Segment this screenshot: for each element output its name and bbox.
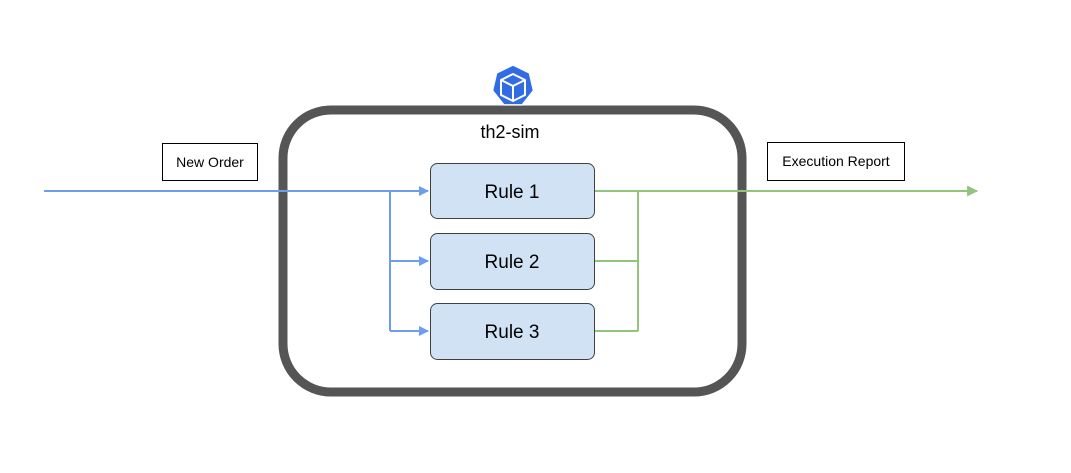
- rule-label-1: Rule 1: [485, 182, 540, 203]
- rule-box-2: Rule 2: [430, 233, 595, 290]
- output-label: Execution Report: [782, 153, 890, 169]
- input-arrows: [44, 186, 429, 336]
- rule-label-2: Rule 2: [485, 252, 540, 273]
- container-title: th2-sim: [480, 122, 539, 142]
- output-label-box: [767, 142, 905, 181]
- rule-label-3: Rule 3: [485, 322, 540, 343]
- output-arrows: [595, 185, 979, 332]
- input-label-box: [162, 143, 258, 181]
- rule-box-3: Rule 3: [430, 303, 595, 360]
- rule-box-1: Rule 1: [430, 163, 595, 219]
- kubernetes-pod-icon: [491, 64, 535, 106]
- input-label: New Order: [176, 154, 244, 170]
